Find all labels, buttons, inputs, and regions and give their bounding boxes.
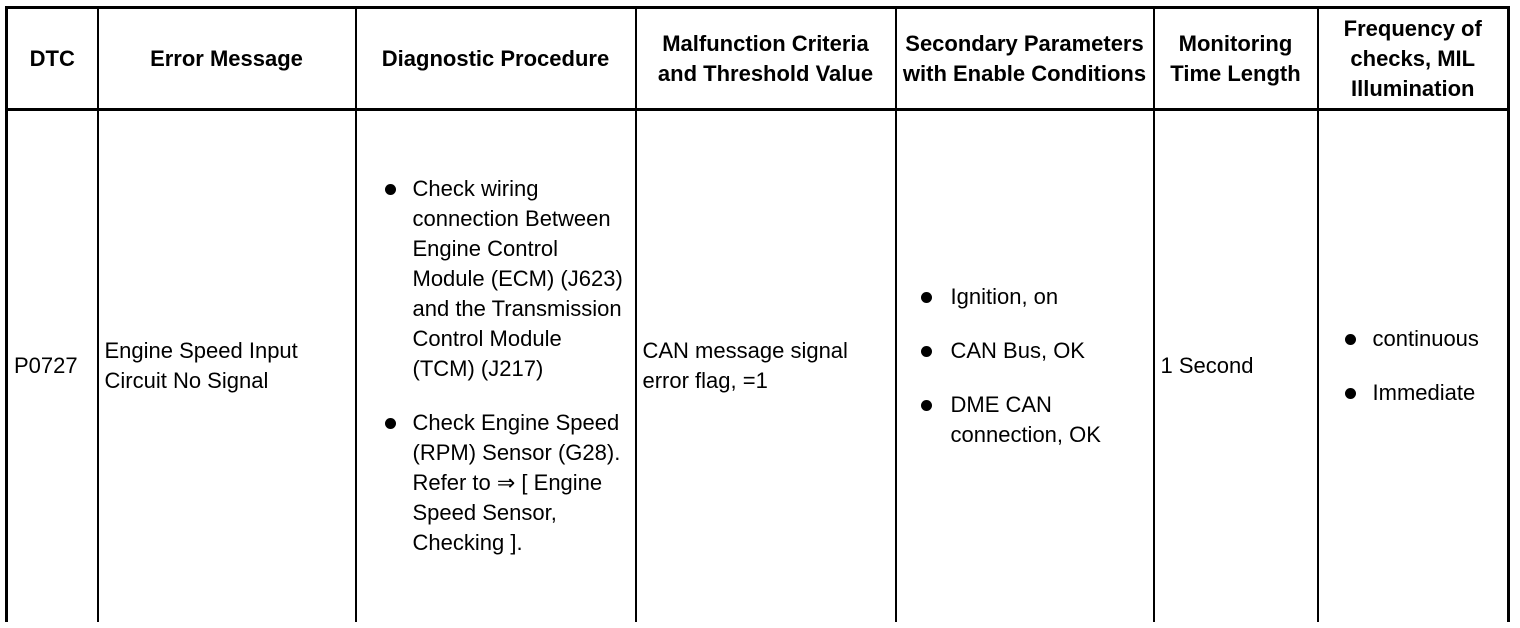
list-item: Check wiring connection Between Engine C… bbox=[363, 174, 629, 384]
header-malfunction-criteria: Malfunction Criteria and Threshold Value bbox=[634, 6, 897, 111]
cell-secondary-parameters: Ignition, on CAN Bus, OK DME CAN connect… bbox=[894, 108, 1155, 622]
cell-frequency: continuous Immediate bbox=[1316, 108, 1510, 622]
header-frequency: Frequency of checks, MIL Illumination bbox=[1316, 6, 1510, 111]
list-item: Immediate bbox=[1325, 378, 1502, 408]
cell-malfunction-criteria: CAN message signal error flag, =1 bbox=[634, 108, 897, 622]
list-item: Ignition, on bbox=[903, 282, 1147, 312]
dtc-table: DTC Error Message Diagnostic Procedure M… bbox=[5, 6, 1510, 622]
list-item: CAN Bus, OK bbox=[903, 336, 1147, 366]
header-error-message: Error Message bbox=[96, 6, 357, 111]
list-item: DME CAN connection, OK bbox=[903, 390, 1147, 450]
header-secondary-parameters: Secondary Parameters with Enable Conditi… bbox=[894, 6, 1155, 111]
list-item: continuous bbox=[1325, 324, 1502, 354]
frequency-list: continuous Immediate bbox=[1325, 324, 1502, 408]
table-row: P0727 Engine Speed Input Circuit No Sign… bbox=[5, 108, 1510, 622]
header-monitoring-time: Monitoring Time Length bbox=[1152, 6, 1319, 111]
header-diagnostic-procedure: Diagnostic Procedure bbox=[354, 6, 637, 111]
diagnostic-steps-list: Check wiring connection Between Engine C… bbox=[363, 174, 629, 558]
header-dtc: DTC bbox=[5, 6, 99, 111]
secondary-parameters-list: Ignition, on CAN Bus, OK DME CAN connect… bbox=[903, 282, 1147, 450]
cell-diagnostic-procedure: Check wiring connection Between Engine C… bbox=[354, 108, 637, 622]
header-row: DTC Error Message Diagnostic Procedure M… bbox=[5, 6, 1510, 111]
list-item: Check Engine Speed (RPM) Sensor (G28). R… bbox=[363, 408, 629, 558]
cell-dtc: P0727 bbox=[5, 108, 99, 622]
cell-monitoring-time: 1 Second bbox=[1152, 108, 1319, 622]
cell-error-message: Engine Speed Input Circuit No Signal bbox=[96, 108, 357, 622]
